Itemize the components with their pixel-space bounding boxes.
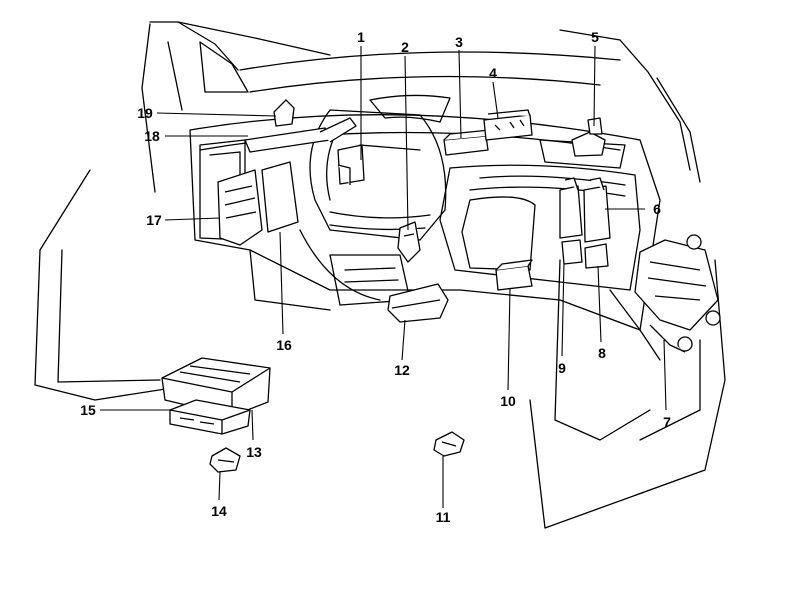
component-sketches: [161, 99, 721, 473]
component-13: [161, 357, 271, 417]
component-18: [244, 117, 357, 153]
component-9: [561, 239, 583, 265]
component-17: [217, 161, 299, 246]
callout-11: 11: [436, 509, 451, 525]
callout-17: 17: [146, 212, 162, 228]
component-7: [634, 234, 721, 353]
vehicle-body-outline: [34, 21, 726, 529]
component-2: [397, 221, 421, 263]
callout-2: 2: [401, 39, 409, 55]
callout-labels: 1 2 3 4 5 6 7 8 9 10 11 12 13 14 15 16 1…: [80, 29, 671, 525]
component-11: [433, 431, 465, 457]
callout-18: 18: [144, 128, 160, 144]
component-19: [273, 99, 295, 127]
component-1: [337, 144, 365, 185]
callout-1: 1: [357, 29, 365, 45]
callout-12: 12: [394, 362, 410, 378]
callout-7: 7: [663, 414, 671, 430]
component-14: [209, 447, 241, 473]
component-4: [483, 109, 533, 141]
callout-19: 19: [137, 105, 153, 121]
callout-6: 6: [653, 201, 661, 217]
callout-5: 5: [591, 29, 599, 45]
leader-lines: [100, 45, 667, 508]
callout-8: 8: [598, 345, 606, 361]
callout-3: 3: [455, 34, 463, 50]
component-12: [387, 283, 449, 323]
callout-13: 13: [246, 444, 262, 460]
component-3: [443, 129, 491, 156]
callout-4: 4: [489, 65, 497, 81]
callout-14: 14: [211, 503, 227, 519]
component-15: [169, 399, 251, 435]
callout-9: 9: [558, 360, 566, 376]
callout-15: 15: [80, 402, 96, 418]
callout-10: 10: [500, 393, 516, 409]
component-10: [495, 259, 533, 291]
component-8: [584, 243, 609, 269]
component-5: [571, 117, 606, 157]
callout-16: 16: [276, 337, 292, 353]
component-6: [559, 177, 611, 243]
